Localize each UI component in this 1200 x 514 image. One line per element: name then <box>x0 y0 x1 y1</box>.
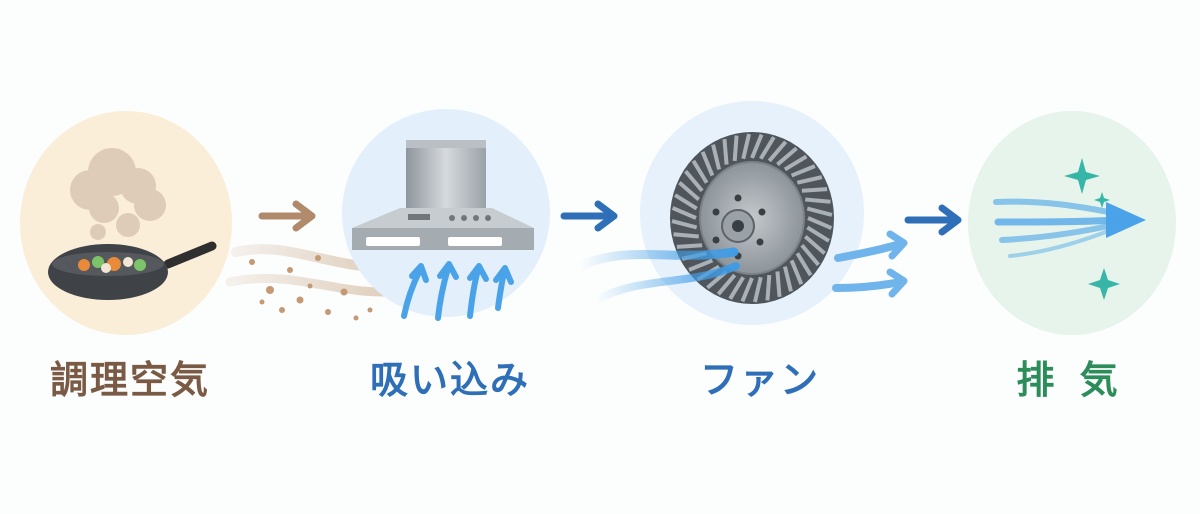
step-cooking-air <box>20 111 232 335</box>
frying-pan-icon <box>48 241 217 300</box>
fan-blade <box>732 135 739 162</box>
air-outflow-icon <box>832 230 908 298</box>
step-label-exhaust: 排 気 <box>1016 358 1124 402</box>
fan-blade <box>806 225 831 243</box>
fan-blade <box>678 181 701 201</box>
fan-blade <box>790 164 816 178</box>
fan-blade <box>750 133 764 159</box>
fan-blade <box>783 154 808 172</box>
fan-blade <box>716 273 737 296</box>
fan-blade <box>800 243 820 267</box>
steam-icon <box>70 148 166 240</box>
fan-blade <box>700 151 715 177</box>
arrow-right-icon <box>560 200 618 232</box>
fan-blade <box>676 243 703 249</box>
fan-blade <box>796 175 823 185</box>
fan-blade <box>807 216 833 230</box>
step-label-suction: 吸い込み <box>369 358 530 402</box>
fan-blade <box>671 206 697 220</box>
fan-blade <box>671 219 698 230</box>
fan-blade <box>673 193 698 211</box>
centrifugal-fan-icon <box>670 132 834 304</box>
fan-blade <box>684 169 704 193</box>
step-fan <box>575 101 908 325</box>
fan-blade <box>805 197 831 204</box>
fan-blade <box>765 274 772 301</box>
fan-blade <box>711 144 722 170</box>
range-hood-icon <box>352 140 534 250</box>
fan-blade <box>767 140 788 163</box>
fan-blade <box>728 276 745 300</box>
fan-blade <box>782 266 793 292</box>
fan-blade <box>722 138 729 165</box>
fan-blade <box>776 146 798 167</box>
fan-blade <box>806 206 833 217</box>
fan-blade <box>795 252 813 277</box>
step-label-fan: ファン <box>699 358 820 402</box>
arrow-right-icon <box>904 204 962 236</box>
fan-blade <box>691 159 709 184</box>
fan-blade <box>801 187 828 193</box>
fan-blade <box>759 136 776 160</box>
fan-blade <box>789 259 804 285</box>
fan-blade <box>688 258 714 272</box>
fan-blade <box>803 235 826 255</box>
fan-blade <box>775 271 782 298</box>
fan-blade <box>673 232 699 239</box>
fan-blade <box>741 133 751 160</box>
step-suction <box>342 109 550 321</box>
fan-blade <box>753 276 763 303</box>
suction-arrows-icon <box>401 261 514 321</box>
sparkle-icon <box>1064 158 1120 300</box>
clean-airflow-icon <box>993 198 1146 258</box>
air-inflow-icon <box>575 247 740 304</box>
step-label-cooking-air: 調理空気 <box>49 358 210 402</box>
step-exhaust <box>968 111 1176 335</box>
arrow-right-icon <box>258 200 316 232</box>
fan-blade <box>740 277 754 303</box>
